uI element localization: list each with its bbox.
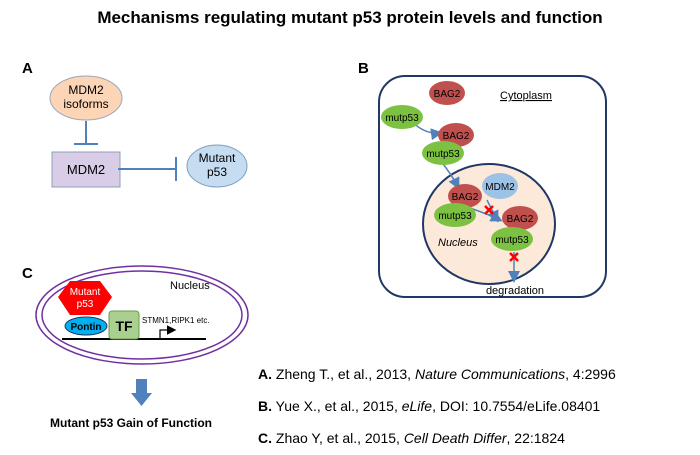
mdm2-isoforms-label-1: MDM2 <box>68 83 104 97</box>
panel-b: Cytoplasm Nucleus BAG2 mutp53 BAG2 mutp5… <box>378 75 607 298</box>
c-mutant-label-1: Mutant <box>70 287 101 298</box>
down-arrow-icon <box>131 379 152 406</box>
gain-of-function-label: Mutant p53 Gain of Function <box>50 416 212 430</box>
mutp53-node-4 <box>491 227 533 251</box>
reference-b: B. Yue X., et al., 2015, eLife, DOI: 10.… <box>258 398 600 414</box>
reference-a: A. Zheng T., et al., 2013, Nature Commun… <box>258 366 616 382</box>
mutant-p53-label-2: p53 <box>207 165 227 179</box>
reference-a-letter: A. <box>258 366 272 382</box>
panel-a: MDM2 isoforms MDM2 Mutant p53 <box>49 75 248 188</box>
bag2-label-1: BAG2 <box>434 89 461 100</box>
reference-a-journal: Nature Communications <box>414 366 566 382</box>
reference-a-authors: Zheng T., et al., 2013, <box>272 366 415 382</box>
mutp53-node-3 <box>434 203 476 227</box>
mutp53-label-2: mutp53 <box>426 149 460 160</box>
mutp53-label-3: mutp53 <box>438 211 472 222</box>
reference-c-journal: Cell Death Differ <box>403 430 507 446</box>
mdm2-isoforms-node <box>49 75 123 121</box>
reference-b-details: , DOI: 10.7554/eLife.08401 <box>432 398 601 414</box>
panel-c-letter: C <box>22 265 33 282</box>
arrow-mdm2 <box>486 199 499 223</box>
block-x-icon-1 <box>484 205 494 215</box>
panel-c-nucleus-label: Nucleus <box>170 280 210 292</box>
bag2-label-2: BAG2 <box>443 131 470 142</box>
bag2-node-1 <box>429 81 465 105</box>
mdm2-node <box>482 173 518 199</box>
reference-c-letter: C. <box>258 430 272 446</box>
reference-c-authors: Zhao Y, et al., 2015, <box>272 430 404 446</box>
panel-b-letter: B <box>358 60 369 77</box>
mutp53-label-4: mutp53 <box>495 235 529 246</box>
bag2-node-2 <box>438 123 474 147</box>
mdm2-box <box>51 151 121 188</box>
reference-a-details: , 4:2996 <box>565 366 616 382</box>
tf-box <box>108 310 140 340</box>
pontin-node <box>64 316 108 336</box>
cytoplasm-label: Cytoplasm <box>500 90 552 102</box>
mutp53-node-1 <box>381 105 423 129</box>
reference-b-letter: B. <box>258 398 272 414</box>
figure-title: Mechanisms regulating mutant p53 protein… <box>97 8 603 27</box>
bag2-label-3: BAG2 <box>452 192 479 203</box>
panel-a-letter: A <box>22 60 33 77</box>
nucleus-label: Nucleus <box>438 237 478 249</box>
mutant-p53-hexagon <box>58 281 112 315</box>
mutant-p53-node <box>186 144 248 188</box>
transcription-arrow <box>159 325 177 339</box>
target-genes-label: STMN1,RIPK1 etc. <box>142 316 210 325</box>
reference-b-journal: eLife <box>401 398 433 414</box>
degradation-label: degradation <box>486 285 544 297</box>
c-mutant-label-2: p53 <box>77 299 94 310</box>
block-x-icon-2 <box>509 252 519 262</box>
mdm2-isoforms-label-2: isoforms <box>63 97 108 111</box>
reference-c: C. Zhao Y, et al., 2015, Cell Death Diff… <box>258 430 565 446</box>
mdm2-box-label: MDM2 <box>67 162 105 177</box>
mdm2-label: MDM2 <box>485 182 515 193</box>
tf-label: TF <box>115 318 133 334</box>
reference-c-details: , 22:1824 <box>506 430 565 446</box>
mutp53-node-2 <box>422 141 464 165</box>
reference-b-authors: Yue X., et al., 2015, <box>272 398 402 414</box>
mutp53-label-1: mutp53 <box>385 113 419 124</box>
bag2-node-3 <box>448 184 482 208</box>
bag2-node-4 <box>502 206 538 230</box>
mutant-p53-label-1: Mutant <box>199 151 236 165</box>
panel-c: Nucleus Mutant p53 Pontin TF STMN1,RIPK1… <box>35 265 249 406</box>
bag2-label-4: BAG2 <box>507 214 534 225</box>
pontin-label: Pontin <box>70 322 101 333</box>
